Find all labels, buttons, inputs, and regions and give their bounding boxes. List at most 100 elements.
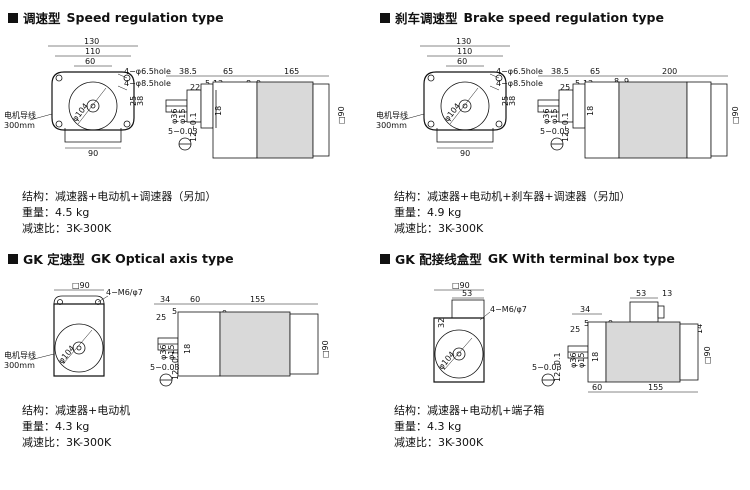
dim-body-90: □90 <box>703 346 712 364</box>
title-en: GK Optical axis type <box>90 251 234 266</box>
title-en: Brake speed regulation type <box>463 10 664 25</box>
dim-65: 65 <box>223 67 233 76</box>
panel-brake-speed-regulation: 刹车调速型 Brake speed regulation type 130 11… <box>372 0 742 240</box>
dim-side-25: 25 <box>501 96 510 106</box>
dim-60: 60 <box>592 383 602 392</box>
panel-speed-regulation: 调速型 Speed regulation type 130 110 60 φ10… <box>0 0 370 240</box>
dim-8: 8 <box>614 77 619 86</box>
dim-25: 25 <box>560 83 570 92</box>
dim-shaft-36: φ36 <box>159 345 168 360</box>
dim-key-2: 12−0.1 <box>561 112 570 142</box>
panel-header: 调速型 Speed regulation type <box>8 8 224 27</box>
dim-22: 22 <box>190 83 200 92</box>
hole-label-1: 4−φ6.5hole <box>496 67 543 76</box>
dim-key: 5−0.03 <box>168 127 198 136</box>
title-cn: GK 配接线盒型 <box>395 252 482 267</box>
dim-bottom-90: 90 <box>460 149 470 158</box>
dim-165: 165 <box>284 67 299 76</box>
spec-weight: 重量：4.9 kg <box>394 206 462 219</box>
dim-18: 18 <box>591 352 600 362</box>
square-bullet-icon <box>8 12 18 23</box>
title-cn: 刹车调速型 <box>395 11 458 26</box>
dim-key: 5−0.03 <box>532 363 562 372</box>
square-bullet-icon <box>8 253 18 264</box>
spec-ratio: 减速比：3K-300K <box>22 222 112 235</box>
dim-box-53: 53 <box>636 289 646 298</box>
front-view: □90 53 32 φ104 4−M6/φ7 <box>433 281 527 383</box>
dim-155: 155 <box>250 295 265 304</box>
spec-ratio: 减速比：3K-300K <box>394 222 484 235</box>
hole-label-2: 4−φ8.5hole <box>496 79 543 88</box>
specs: 结构：减速器+电动机+刹车器+调速器（另加） 重量：4.9 kg 减速比：3K-… <box>394 189 631 237</box>
dim-shaft-36: φ36 <box>542 109 551 124</box>
dim-box-14: 14 <box>695 324 704 334</box>
hole-label-2: 4−φ8.5hole <box>124 79 171 88</box>
dim-key-2: 12−0.1 <box>171 350 180 380</box>
spec-structure: 结构：减速器+电动机+刹车器+调速器（另加） <box>394 190 631 203</box>
dim-38-5: 38.5 <box>551 67 569 76</box>
dim-shaft-15: φ15 <box>550 109 559 124</box>
dim-width-130: 130 <box>456 37 471 46</box>
dim-body-90: □90 <box>321 340 330 358</box>
dim-side-38: 38 <box>136 96 145 106</box>
spec-weight: 重量：4.5 kg <box>22 206 90 219</box>
spec-weight: 重量：4.3 kg <box>22 420 90 433</box>
dim-34: 34 <box>580 305 590 314</box>
title-en: Speed regulation type <box>66 10 224 25</box>
spec-ratio: 减速比：3K-300K <box>394 436 484 449</box>
dim-18: 18 <box>214 106 223 116</box>
dim-25: 25 <box>156 313 166 322</box>
side-view: 38.5 65 200 25 5 12 8 9 φ36 φ15 18 □90 5… <box>537 67 740 159</box>
title-en: GK With terminal box type <box>487 251 675 266</box>
dim-side-38: 38 <box>508 96 517 106</box>
drawing-gk-optical-axis: □90 φ104 4−M6/φ7 电机导线 300mm 34 60 155 25… <box>4 281 330 387</box>
dim-body-90: □90 <box>731 106 740 124</box>
panel-gk-optical-axis: GK 定速型 GK Optical axis type □90 φ104 4−M… <box>0 240 370 480</box>
drawing-speed-regulation: 130 110 60 φ104 4−φ6.5hole 4−φ8.5hole 25… <box>4 37 346 159</box>
dim-width-110: 110 <box>457 47 472 56</box>
panel-gk-terminal-box: GK 配接线盒型 GK With terminal box type □90 5… <box>372 240 742 480</box>
spec-weight: 重量：4.3 kg <box>394 420 462 433</box>
dim-9: 9 <box>624 77 629 86</box>
square-bullet-icon <box>380 12 390 23</box>
dim-5: 5 <box>575 79 580 88</box>
lead-label-1: 电机导线 <box>4 110 36 120</box>
dim-18: 18 <box>586 106 595 116</box>
specs: 结构：减速器+电动机+端子箱 重量：4.3 kg 减速比：3K-300K <box>394 403 544 451</box>
dim-key: 5−0.03 <box>540 127 570 136</box>
dim-38-5: 38.5 <box>179 67 197 76</box>
hole-label: 4−M6/φ7 <box>490 305 527 314</box>
dim-body-90: □90 <box>337 106 346 124</box>
title-cn: 调速型 <box>23 11 61 26</box>
spec-structure: 结构：减速器+电动机+端子箱 <box>394 404 545 417</box>
front-view: □90 φ104 4−M6/φ7 电机导线 300mm <box>4 281 143 377</box>
front-view: 130 110 60 φ104 4−φ6.5hole 4−φ8.5hole 25… <box>4 37 171 158</box>
lead-label-2: 300mm <box>376 121 407 130</box>
side-view: 53 13 14 34 25 5 9 60 155 φ36 φ15 18 □90… <box>532 289 712 393</box>
panel-header: 刹车调速型 Brake speed regulation type <box>380 8 664 27</box>
spec-structure: 结构：减速器+电动机+调速器（另加） <box>22 190 217 203</box>
specs: 结构：减速器+电动机 重量：4.3 kg 减速比：3K-300K <box>22 403 130 451</box>
dim-bottom-90: 90 <box>88 149 98 158</box>
panel-header: GK 配接线盒型 GK With terminal box type <box>380 249 675 268</box>
dim-shaft-15: φ15 <box>167 345 176 360</box>
dim-34: 34 <box>160 295 170 304</box>
dim-square-90: □90 <box>72 281 90 290</box>
dim-shaft-15: φ15 <box>577 353 586 368</box>
dim-53: 53 <box>462 289 472 298</box>
square-bullet-icon <box>380 253 390 264</box>
drawing-gk-terminal-box: □90 53 32 φ104 4−M6/φ7 53 13 14 34 25 5 <box>433 281 712 393</box>
dim-key: 5−0.03 <box>150 363 180 372</box>
dim-155: 155 <box>648 383 663 392</box>
dim-width-60: 60 <box>457 57 467 66</box>
spec-structure: 结构：减速器+电动机 <box>22 404 131 417</box>
title-cn: GK 定速型 <box>23 252 85 267</box>
hole-label: 4−M6/φ7 <box>106 288 143 297</box>
lead-label-2: 300mm <box>4 361 35 370</box>
dim-60: 60 <box>190 295 200 304</box>
dim-5: 5 <box>172 307 177 316</box>
panel-header: GK 定速型 GK Optical axis type <box>8 249 234 268</box>
dim-shaft-36: φ36 <box>569 353 578 368</box>
dim-32: 32 <box>437 318 446 328</box>
front-view: 130 110 60 φ104 4−φ6.5hole 4−φ8.5hole 25… <box>376 37 543 158</box>
